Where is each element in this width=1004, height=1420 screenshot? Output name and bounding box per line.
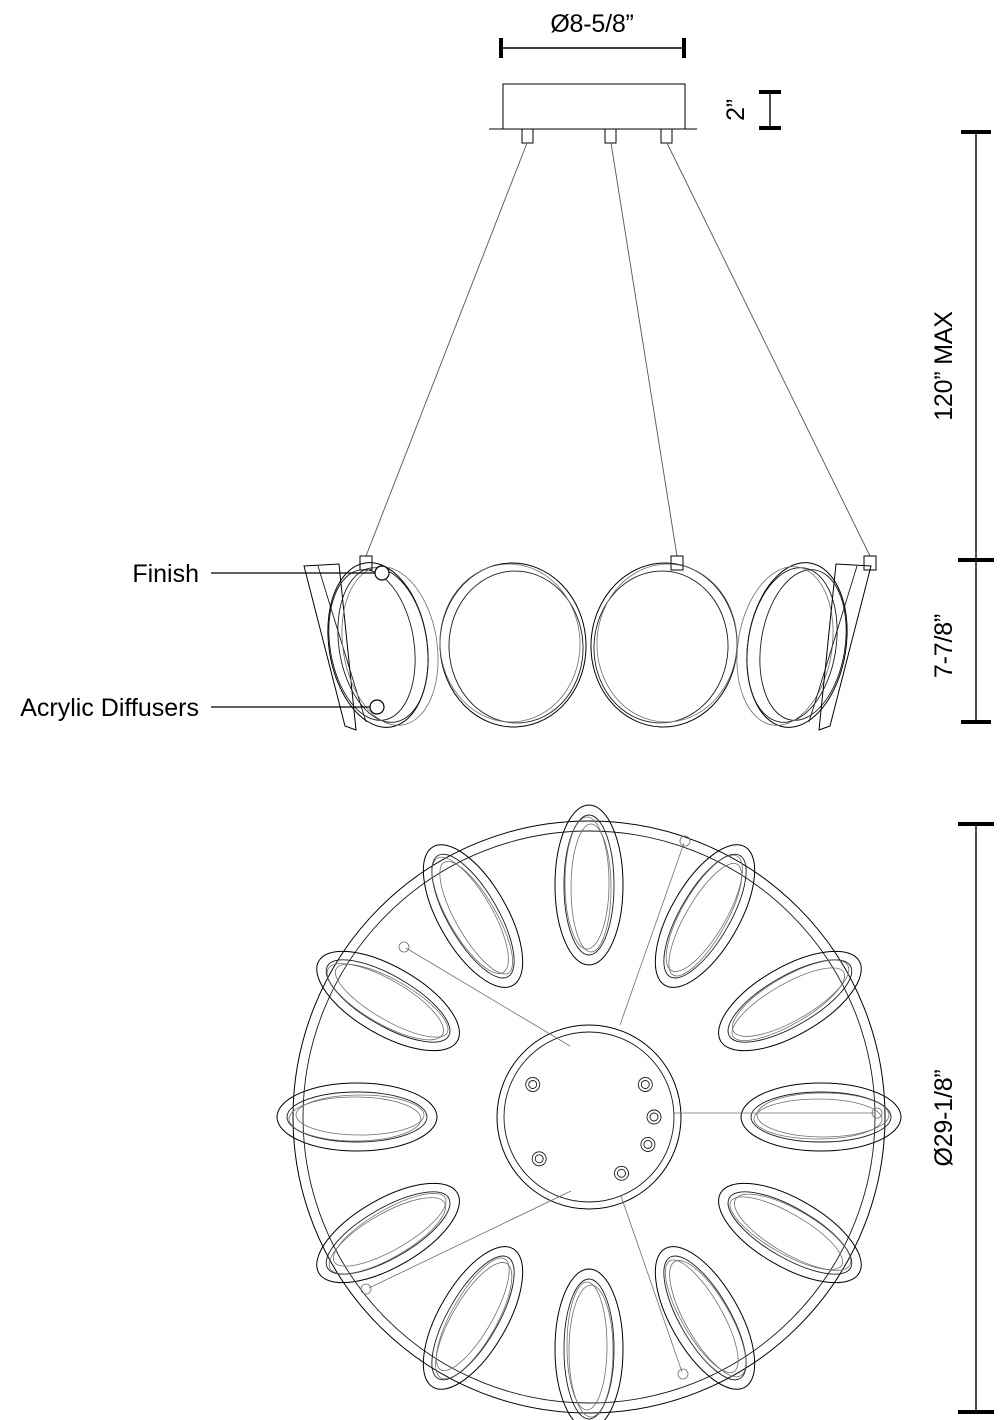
plan-leaders	[360, 835, 883, 1380]
fixture-height-dimension	[961, 560, 991, 724]
elevation-ring-assembly	[303, 562, 872, 731]
suspension-cables	[359, 142, 877, 571]
canopy-height-label: 2”	[722, 99, 750, 121]
finish-leader	[211, 565, 390, 581]
canopy-diameter-dimension	[499, 38, 686, 58]
canopy-height-dimension	[759, 90, 781, 130]
fixture-height-label: 7-7/8”	[930, 614, 958, 678]
left-bracket	[303, 563, 367, 731]
elevation-ring-2	[439, 562, 587, 728]
elevation-ring-3	[590, 562, 738, 728]
max-drop-label: 120” MAX	[930, 311, 958, 421]
plan-view	[276, 804, 902, 1420]
fixture-diameter-label: Ø29-1/8”	[930, 1069, 958, 1166]
canopy-assembly	[489, 83, 697, 144]
fixture-diameter-dimension	[958, 822, 994, 1414]
right-bracket	[808, 563, 872, 731]
elevation-ring-4	[736, 562, 848, 728]
canopy-diameter-label: Ø8-5/8”	[550, 10, 633, 38]
plan-center-hub	[496, 1024, 682, 1210]
finish-callout-label: Finish	[132, 560, 199, 588]
drop-height-dimension	[958, 130, 994, 562]
elevation-ring-1	[327, 562, 439, 728]
acrylic-diffusers-leader	[211, 699, 385, 715]
acrylic-diffusers-callout-label: Acrylic Diffusers	[20, 694, 199, 722]
plan-ring-pods	[276, 804, 902, 1420]
hub-screws	[525, 1077, 662, 1181]
